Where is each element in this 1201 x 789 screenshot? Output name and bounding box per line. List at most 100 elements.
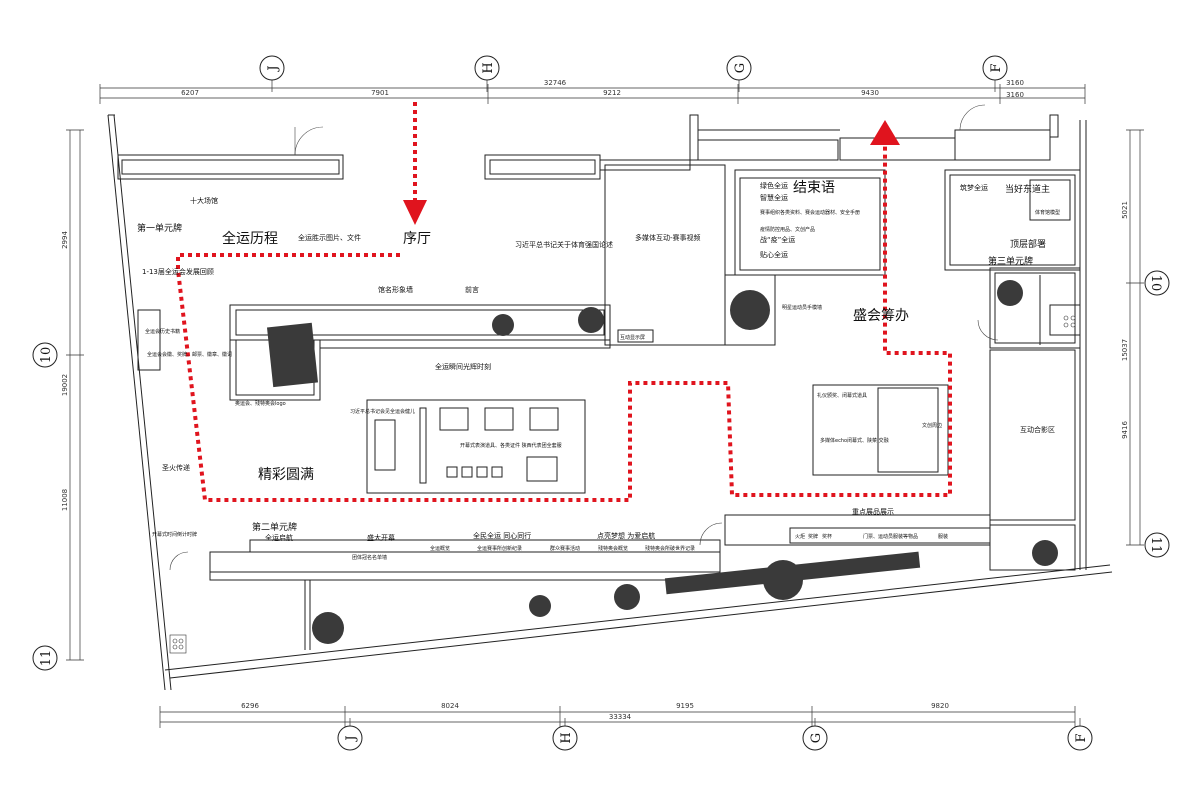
label-xi-reception: 习近平总书记会见全运会健儿 bbox=[350, 408, 415, 415]
label-green: 绿色全运 bbox=[760, 181, 788, 190]
axis-top-f: F bbox=[989, 63, 1004, 72]
dim-left-2: 19002 bbox=[61, 374, 69, 396]
label-logo-wall: 馆名形象墙 bbox=[378, 285, 413, 294]
label-kd-1: 火炬 bbox=[795, 533, 805, 540]
axis-top-j: J bbox=[266, 65, 281, 72]
zone-titles: 全运历程 序厅 精彩圆满 盛会筹办 结束语 顶层部署 第一单元牌 第二单元牌 第… bbox=[137, 180, 1050, 533]
label-games-review: 1-13届全运会发展回顾 bbox=[142, 267, 214, 276]
column-9 bbox=[312, 612, 344, 644]
axis-left-11: 11 bbox=[39, 650, 54, 667]
label-ten-venues: 十大场馆 bbox=[190, 196, 218, 205]
label-interactive-photo: 互动合影区 bbox=[1020, 425, 1055, 434]
solid-elements bbox=[266, 280, 1058, 644]
label-kd-2: 奖牌 bbox=[808, 533, 818, 540]
label-games-photos: 全运胜示图片、文件 bbox=[298, 233, 361, 242]
zone-ending: 结束语 bbox=[793, 180, 835, 196]
dim-top-right-2: 3160 bbox=[1006, 91, 1024, 99]
axis-bottom-h: H bbox=[559, 732, 574, 743]
axis-labels: J H G F J H G F 10 11 10 11 bbox=[39, 62, 1163, 743]
column-1 bbox=[492, 314, 514, 336]
dim-top-4: 9430 bbox=[861, 89, 879, 97]
dim-bottom-1: 6296 bbox=[241, 702, 259, 710]
zone-overview: 全运历程 bbox=[222, 230, 278, 247]
dim-bottom-total: 33334 bbox=[609, 713, 632, 721]
zone-unit1: 第一单元牌 bbox=[137, 222, 182, 234]
logo-pillar bbox=[266, 322, 319, 388]
label-honor-wall: 团体冠名名单墙 bbox=[352, 554, 387, 561]
zone-prelude: 序厅 bbox=[403, 231, 431, 247]
label-exh-1: 全运概览 bbox=[430, 545, 450, 552]
dim-left-3: 11008 bbox=[61, 489, 69, 511]
column-8 bbox=[529, 595, 551, 617]
axis-bubbles bbox=[32, 55, 1170, 751]
visit-route bbox=[176, 102, 952, 502]
label-torch: 圣火传递 bbox=[162, 463, 190, 472]
exhibit-labels: 十大场馆 1-13届全运会发展回顾 全运胜示图片、文件 习近平总书记关于体育强国… bbox=[142, 181, 1060, 561]
column-3 bbox=[730, 290, 770, 330]
label-kd-5: 服装 bbox=[938, 533, 948, 540]
column-7 bbox=[614, 584, 640, 610]
label-star-handprint: 明星运动员手模墙 bbox=[782, 304, 822, 311]
label-sports-venue: 体育馆模型 bbox=[1035, 209, 1060, 216]
dimension-labels: 32746 6207 7901 9212 9430 3160 3160 6296… bbox=[61, 79, 1129, 721]
label-preface: 前言 bbox=[465, 285, 479, 294]
axis-top-h: H bbox=[481, 62, 496, 73]
label-collections: 全运会会徽、奖牌、邮票、徽章、徽词 bbox=[147, 351, 232, 358]
dim-top-2: 7901 bbox=[371, 89, 389, 97]
label-event-org: 赛事组织各类资料、赛会运动器材、安全手册 bbox=[760, 209, 860, 216]
column-2 bbox=[578, 307, 604, 333]
label-exh-3: 群众赛事活动 bbox=[550, 545, 580, 552]
label-grand-opening: 盛大开幕 bbox=[367, 533, 395, 542]
label-launch: 全运启航 bbox=[265, 533, 293, 542]
label-interactive-screen: 互动显示屏 bbox=[620, 334, 645, 341]
axis-bottom-j: J bbox=[344, 735, 359, 742]
label-exh-2: 全运赛事所创新纪录 bbox=[477, 545, 522, 552]
building-walls bbox=[107, 114, 1113, 691]
label-dream-light: 点亮梦想 为爱启航 bbox=[597, 531, 655, 540]
dim-top-right-1: 3160 bbox=[1006, 79, 1024, 87]
dimension-lines bbox=[66, 80, 1144, 728]
label-moment: 全运瞬间光辉时刻 bbox=[435, 362, 491, 371]
zone-unit3: 第三单元牌 bbox=[988, 255, 1033, 267]
doors bbox=[169, 104, 999, 571]
label-history-book: 全运会历史书籍 bbox=[145, 328, 180, 335]
label-fight: 战“疫”全运 bbox=[760, 235, 795, 244]
label-exh-4: 残特奥会概览 bbox=[598, 545, 628, 552]
axis-right-10: 10 bbox=[1148, 275, 1163, 292]
zone-splendid: 精彩圆满 bbox=[258, 467, 314, 483]
dim-right-3: 9416 bbox=[1121, 421, 1129, 439]
column-5 bbox=[1032, 540, 1058, 566]
dim-top-1: 6207 bbox=[181, 89, 199, 97]
zone-good-host: 当好东道主 bbox=[1005, 183, 1050, 195]
dim-bottom-2: 8024 bbox=[441, 702, 459, 710]
label-open-props: 开幕式表演道具、各类证件 陕西代表团全套服 bbox=[460, 442, 562, 449]
dim-bottom-4: 9820 bbox=[931, 702, 949, 710]
dim-right-1: 5021 bbox=[1121, 201, 1129, 219]
label-care: 贴心全运 bbox=[760, 250, 788, 259]
zone-grand: 盛会筹办 bbox=[853, 307, 909, 324]
label-mascot: 礼仪颁奖、闭幕式道具 bbox=[817, 392, 867, 399]
dim-right-2: 15037 bbox=[1121, 339, 1129, 361]
label-kd-4: 门票、运动员服装等物品 bbox=[863, 533, 918, 540]
axis-bottom-g: G bbox=[809, 733, 824, 743]
label-kd-3: 奖杯 bbox=[822, 533, 832, 540]
axis-left-10: 10 bbox=[39, 347, 54, 364]
label-smart: 智慧全运 bbox=[760, 193, 788, 202]
label-exh-5: 残特奥会所破世界记录 bbox=[645, 545, 695, 552]
route-arrow-up-icon bbox=[870, 120, 900, 145]
dim-top-total: 32746 bbox=[544, 79, 567, 87]
route-arrow-down-icon bbox=[403, 200, 427, 225]
zone-unit2: 第二单元牌 bbox=[252, 521, 297, 533]
dim-left-1: 2994 bbox=[61, 231, 69, 249]
axis-bottom-f: F bbox=[1074, 733, 1089, 742]
label-opening-video: 开幕式时间倒计时牌 bbox=[152, 531, 197, 538]
label-media: 多媒体互动-赛事视频 bbox=[635, 233, 701, 242]
column-4 bbox=[997, 280, 1023, 306]
label-together: 全民全运 同心同行 bbox=[473, 531, 531, 540]
label-culture: 文创周边 bbox=[922, 422, 942, 429]
label-epidemic: 疫情防控用品、文创产品 bbox=[760, 226, 815, 233]
label-speech: 习近平总书记关于体育强国论述 bbox=[515, 240, 613, 249]
dim-bottom-3: 9195 bbox=[676, 702, 694, 710]
zone-top-layer: 顶层部署 bbox=[1010, 238, 1046, 250]
